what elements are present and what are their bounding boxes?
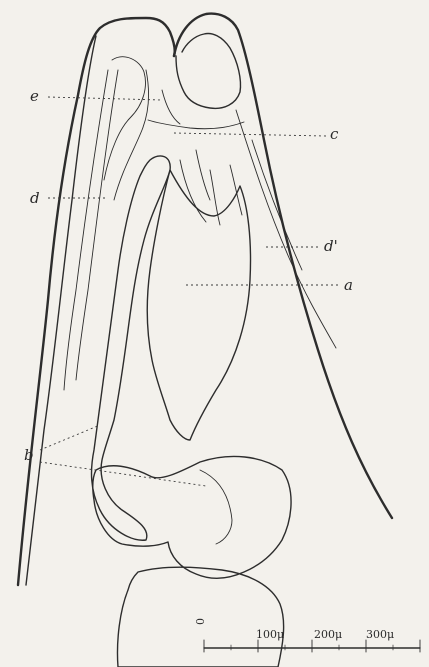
scale-tick-100: 100μ [256,628,284,641]
hatched-tube-b [92,156,171,540]
scale-tick-200: 200μ [314,628,342,641]
scale-tick-300: 300μ [366,628,394,641]
label-e: e [30,87,39,105]
lower-hatched-region [93,456,291,578]
label-b: b [24,446,34,464]
label-d-prime: d' [324,237,338,255]
outer-contour [18,14,392,585]
cross-hatched-body-a [147,150,250,440]
leader-lines [40,97,340,486]
bottom-hatched-curve [117,567,283,667]
label-d: d [30,189,40,207]
label-a: a [344,276,353,294]
scale-tick-0: 0 [194,618,207,625]
scale-bar: 0 100μ 200μ 300μ [194,618,420,652]
label-c: c [330,125,339,143]
